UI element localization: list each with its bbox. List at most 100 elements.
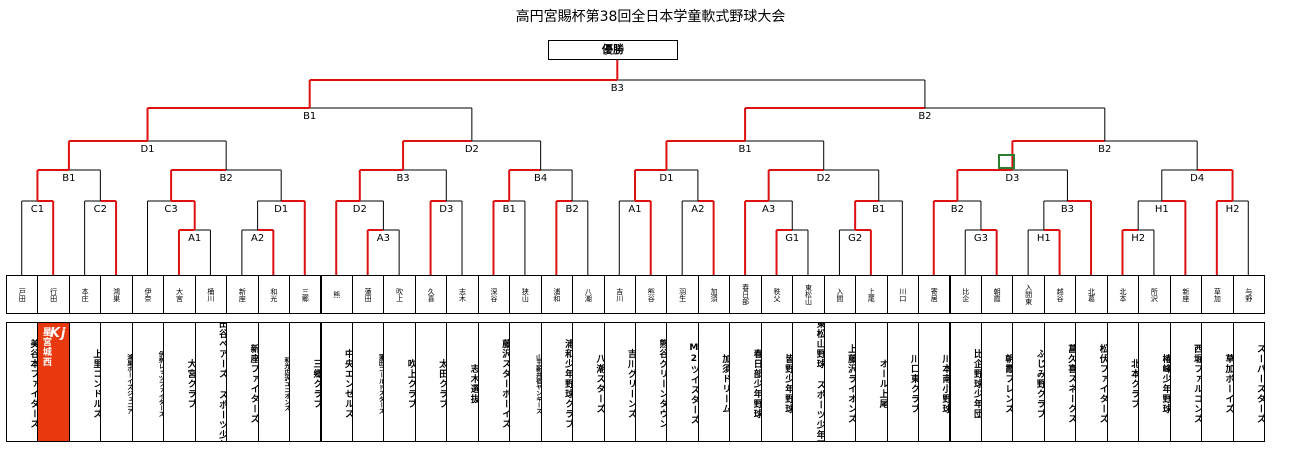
round-label: B2 [1098, 144, 1111, 155]
region-box: 伊奈 [131, 275, 165, 314]
region-box: 和光 [257, 275, 291, 314]
region-box: 上尾 [855, 275, 888, 314]
team-box: 草加ボーイズ [1201, 322, 1234, 442]
round-label: C3 [164, 204, 177, 215]
region-box: 寄居 [918, 275, 951, 314]
round-label: H2 [1226, 204, 1240, 215]
team-box: ふじみ野クラブ [1012, 322, 1045, 442]
round-label: G2 [848, 233, 862, 244]
round-label: B2 [918, 111, 931, 122]
team-box: 鴻巣ボーイズジュニア [100, 322, 133, 442]
team-box: 浦和少年野球クラブ [540, 322, 574, 442]
team-logo: Kj [49, 326, 67, 341]
team-box: 川田谷ベアーズ スポーツ少年団 [194, 322, 228, 442]
team-box: 新座ファイターズ [226, 322, 259, 442]
round-label: A1 [188, 233, 201, 244]
region-box: 入間東 [1012, 275, 1045, 314]
round-label: G3 [974, 233, 988, 244]
team-box: 川本南小野球 [918, 322, 951, 442]
team-box: 美谷本ファイターズ [6, 322, 39, 442]
region-box: 狭山 [509, 275, 542, 314]
team-box: 加須ドリーム [697, 322, 731, 442]
region-box: 浦和 [540, 275, 574, 314]
region-box: 比企 [949, 275, 982, 314]
round-label: B3 [1061, 204, 1074, 215]
round-label: C1 [31, 204, 44, 215]
team-box: 吹上クラブ [383, 322, 416, 442]
round-label: A2 [691, 204, 704, 215]
region-box: 八潮 [572, 275, 605, 314]
round-label: D3 [439, 204, 453, 215]
region-box: 羽生 [666, 275, 699, 314]
region-box: 春日部 [729, 275, 762, 314]
region-box: 川口 [886, 275, 920, 314]
region-box: 大宮 [163, 275, 196, 314]
round-label: H1 [1155, 204, 1169, 215]
round-label: B3 [396, 173, 409, 184]
team-box: 志木選抜 [446, 322, 479, 442]
team-box: オール上尾 [855, 322, 888, 442]
round-label: A3 [762, 204, 775, 215]
team-box: 大宮クラブ [163, 322, 196, 442]
region-box: 戸田 [6, 275, 39, 314]
team-box: 八潮スターズ [572, 322, 605, 442]
round-label: B1 [738, 144, 751, 155]
team-box: 比企野球少年団 [949, 322, 982, 442]
team-box: 熊谷グリーンタウン [635, 322, 668, 442]
region-box: 東松山 [792, 275, 825, 314]
round-label: B2 [565, 204, 578, 215]
team-box: 上藤沢ライオンズ [823, 322, 857, 442]
round-label: D1 [274, 204, 288, 215]
page-title: 高円宮賜杯第38回全日本学童軟式野球大会 [515, 9, 786, 25]
team-box: 伊奈レッツファイターズ [131, 322, 165, 442]
round-label: D1 [140, 144, 154, 155]
round-label: B1 [503, 204, 516, 215]
round-label: B2 [220, 173, 233, 184]
region-box: 志木 [446, 275, 479, 314]
region-box: 桶川 [194, 275, 228, 314]
team-box: 山王新井宿ヤンキース [509, 322, 542, 442]
team-name: 星宮城西 [40, 327, 51, 367]
team-box: 和光広沢ユニオンズ [257, 322, 291, 442]
team-box: 朝霞フレンズ [980, 322, 1014, 442]
team-box: 太田クラブ [414, 322, 448, 442]
team-box: 吉川グリーンズ [603, 322, 636, 442]
region-box: 熊谷 [635, 275, 668, 314]
region-box: 入間 [823, 275, 857, 314]
round-label: B2 [951, 204, 964, 215]
region-box: 鴻巣 [100, 275, 133, 314]
team-box: 春日部少年野球 [729, 322, 762, 442]
team-box: 皆野少年野球 [760, 322, 794, 442]
round-label: A1 [628, 204, 641, 215]
team-box: 三郷クラブ [289, 322, 322, 442]
region-box: 本庄 [68, 275, 102, 314]
team-box: 椿峰少年野球 [1138, 322, 1171, 442]
selection-marker [998, 154, 1015, 169]
round-label: A3 [377, 233, 390, 244]
round-label: B4 [534, 173, 547, 184]
region-box: 草加 [1201, 275, 1234, 314]
round-label: D4 [1190, 173, 1204, 184]
team-box: 中央エンゼルス [320, 322, 353, 442]
region-box: 蓮田 [351, 275, 385, 314]
team-box: 東松山野球 スポーツ少年団 [792, 322, 825, 442]
team-box: 北本クラブ [1106, 322, 1140, 442]
region-box: 吹上 [383, 275, 416, 314]
region-box: 三郷 [289, 275, 322, 314]
region-box: 秩父 [760, 275, 794, 314]
region-box: 熊 [320, 275, 353, 314]
round-label: D2 [465, 144, 479, 155]
team-box: 川口東クラブ [886, 322, 920, 442]
region-box: 加須 [697, 275, 731, 314]
region-box: 越谷 [1043, 275, 1077, 314]
round-label: B1 [303, 111, 316, 122]
team-box: 菖久喜スネークス [1043, 322, 1077, 442]
team-box: スーパースターズ [1232, 322, 1265, 442]
region-box: 久喜 [414, 275, 448, 314]
round-label: H2 [1131, 233, 1145, 244]
team-box: 西堀ファルコンズ [1169, 322, 1203, 442]
champion-box: 優勝 [548, 40, 678, 60]
region-box: 行田 [37, 275, 70, 314]
